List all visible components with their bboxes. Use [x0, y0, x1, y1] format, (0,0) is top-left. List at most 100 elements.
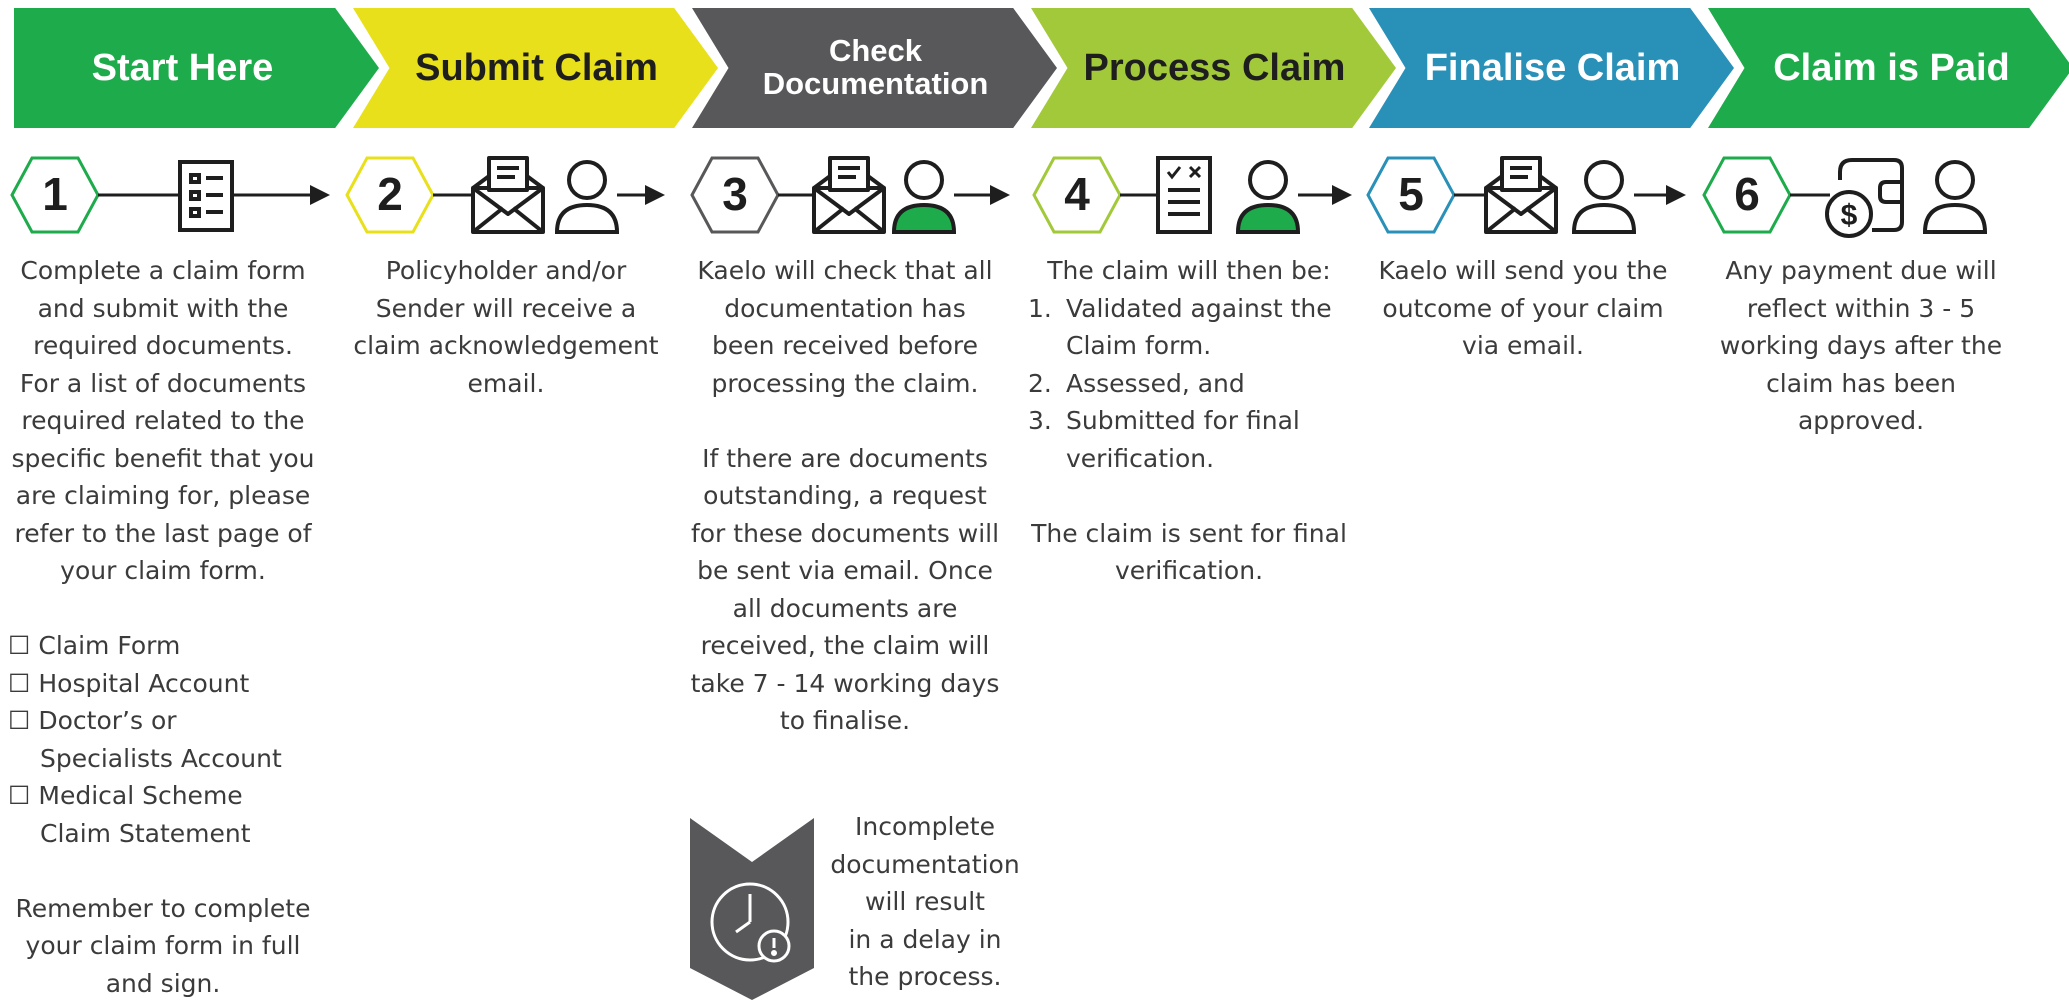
checklist-label-cont: Claim Statement — [40, 818, 251, 848]
person-icon — [1922, 160, 1988, 234]
step-3-title: Check Documentation — [763, 35, 989, 100]
step-3-chevron: Check Documentation — [692, 8, 1057, 128]
checklist-item-claim-form[interactable]: ☐ Claim Form — [8, 627, 318, 665]
step-3-line: be sent via email. Once — [697, 556, 993, 585]
svg-text:$: $ — [1841, 199, 1858, 232]
step-1-line: For a list of documents — [19, 368, 307, 398]
list-text: Assessed, and — [1066, 368, 1245, 398]
step-4-outro: The claim is sent for final — [1031, 518, 1347, 548]
checkbox-icon[interactable]: ☐ — [8, 631, 31, 660]
checkbox-icon[interactable]: ☐ — [8, 668, 31, 698]
reminder-line: your claim form in full — [25, 931, 301, 960]
step-5-description: Kaelo will send you the outcome of your … — [1362, 252, 1684, 365]
checkbox-icon[interactable]: ☐ — [8, 706, 31, 735]
step-5-chevron: Finalise Claim — [1369, 8, 1734, 128]
checklist-icon — [1156, 156, 1212, 234]
checklist-label: Claim Form — [38, 631, 181, 660]
step-4-number-hexagon: 4 — [1032, 156, 1122, 234]
list-text: Submitted for final verification. — [1066, 406, 1300, 473]
step-3-line: take 7 - 14 working days — [690, 668, 1000, 698]
step-5-line: outcome of your claim — [1382, 293, 1664, 323]
step-6-number-hexagon: 6 — [1702, 156, 1792, 234]
step-1-line: refer to the last page of — [14, 518, 312, 548]
step-2-title: Submit Claim — [415, 47, 658, 89]
step-4-outro: verification. — [1114, 556, 1264, 585]
step-1-line: and submit with the — [37, 293, 289, 323]
step-1-description: Complete a claim form and submit with th… — [8, 252, 318, 1002]
arrow-right-icon — [990, 185, 1010, 205]
step-4-chevron: Process Claim — [1031, 8, 1396, 128]
step-4-intro: The claim will then be: — [1047, 256, 1331, 285]
step-3-line: outstanding, a request — [703, 481, 987, 510]
step-1-line: specific benefit that you — [11, 443, 315, 473]
step-1-line: Complete a claim form — [20, 256, 306, 285]
delay-notice-banner — [690, 818, 814, 1004]
step-6-number: 6 — [1734, 168, 1760, 220]
checkbox-icon[interactable]: ☐ — [8, 781, 31, 810]
step-3-title-line2: Documentation — [762, 66, 989, 101]
person-icon — [1571, 160, 1637, 234]
list-number: 3. — [1028, 406, 1052, 435]
documents-checklist: ☐ Claim Form ☐ Hospital Account ☐ Doctor… — [8, 627, 318, 852]
reminder-line: Remember to complete — [15, 893, 311, 923]
step-4-number: 4 — [1064, 168, 1090, 220]
step-3-line: all documents are — [732, 593, 958, 623]
list-number: 2. — [1028, 368, 1052, 398]
step-2-line: Policyholder and/or — [385, 256, 627, 285]
step-3-icons: 3 — [688, 150, 1053, 240]
step-3-description: Kaelo will check that all documentation … — [686, 252, 1004, 740]
step-3-number: 3 — [722, 168, 748, 220]
step-1-line: are claiming for, please — [15, 481, 311, 510]
step-2-line: email. — [467, 368, 545, 398]
step-2-line: claim acknowledgement — [353, 331, 659, 360]
step-2-line: Sender will receive a — [375, 293, 637, 323]
wallet-icon: $ — [1825, 158, 1904, 238]
envelope-icon — [812, 156, 886, 234]
step-5-line: via email. — [1462, 331, 1584, 360]
clock-alert-icon — [710, 882, 791, 963]
step-2-description: Policyholder and/or Sender will receive … — [345, 252, 667, 402]
step-3-line: received, the claim will — [700, 631, 990, 660]
step-2-icons: 2 — [343, 150, 708, 240]
step-5-number: 5 — [1398, 168, 1424, 220]
step-6-description: Any payment due will reflect within 3 - … — [1700, 252, 2022, 440]
step-5-number-hexagon: 5 — [1366, 156, 1456, 234]
envelope-icon — [1484, 156, 1558, 234]
arrow-right-icon — [1666, 185, 1686, 205]
step-3-line: been received before — [711, 331, 979, 360]
step-5-line: Kaelo will send you the — [1378, 256, 1668, 285]
checklist-label-cont: Specialists Account — [40, 743, 282, 773]
list-number: 1. — [1028, 293, 1052, 323]
checklist-item-medical-scheme[interactable]: ☐ Medical Scheme Claim Statement — [8, 777, 318, 852]
notice-line: will result — [865, 887, 985, 916]
checklist-label: Hospital Account — [38, 668, 250, 698]
step-3-line: to finalise. — [779, 706, 911, 735]
arrow-right-icon — [645, 185, 665, 205]
step-6-chevron: Claim is Paid — [1708, 8, 2069, 128]
step-3-line: documentation has — [724, 293, 966, 323]
list-text: Validated against the Claim form. — [1066, 293, 1332, 361]
step-1-title: Start Here — [91, 47, 274, 89]
step-5-title: Finalise Claim — [1424, 47, 1681, 89]
checklist-item-doctors-account[interactable]: ☐ Doctor’s or Specialists Account — [8, 702, 318, 777]
notice-line: documentation — [830, 849, 1020, 879]
step-3-line: for these documents will — [690, 518, 1000, 548]
checklist-item-hospital-account[interactable]: ☐ Hospital Account — [8, 665, 318, 703]
step-6-line: reflect within 3 - 5 — [1746, 293, 1976, 323]
notice-line: Incomplete — [855, 812, 995, 841]
checklist-label: Doctor’s or — [38, 706, 177, 735]
step-1-line: required related to the — [21, 406, 305, 435]
step-1-line: your claim form. — [60, 556, 266, 585]
step-3-line: If there are documents — [702, 443, 988, 473]
step-3-number-hexagon: 3 — [690, 156, 780, 234]
step-6-line: working days after the — [1719, 331, 2003, 360]
person-filled-icon — [891, 160, 957, 234]
person-filled-icon — [1235, 160, 1301, 234]
step-6-line: approved. — [1797, 406, 1925, 435]
step-2-chevron: Submit Claim — [353, 8, 718, 128]
delay-notice-text: Incomplete documentation will result in … — [825, 808, 1025, 996]
step-6-icons: 6 $ — [1700, 150, 2065, 240]
step-6-line: Any payment due will — [1725, 256, 1997, 285]
step-3-title-line1: Check — [828, 33, 923, 69]
arrow-right-icon — [310, 185, 330, 205]
